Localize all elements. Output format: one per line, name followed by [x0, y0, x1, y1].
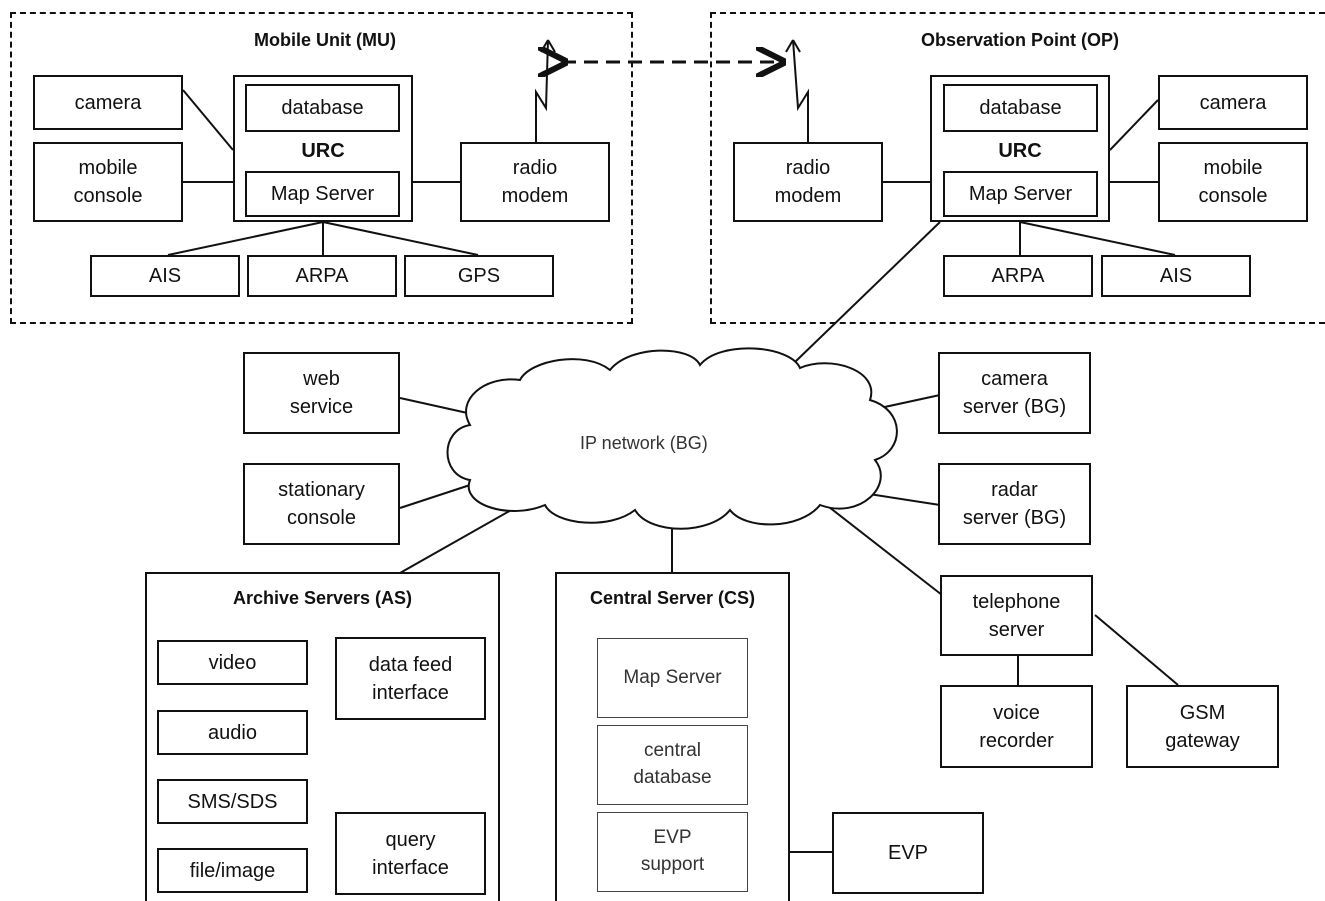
archive-servers-title: Archive Servers (AS) — [232, 588, 413, 608]
mu-database: database — [245, 84, 400, 132]
telephone-server: telephone server — [940, 575, 1093, 656]
mobile-unit-title: Mobile Unit (MU) — [254, 30, 396, 50]
as-file-image: file/image — [157, 848, 308, 893]
ip-network-label: IP network (BG) — [580, 433, 708, 453]
mobile-unit-group — [10, 12, 633, 324]
mu-map-server: Map Server — [245, 171, 400, 217]
op-radio-modem: radio modem — [733, 142, 883, 222]
web-service: web service — [243, 352, 400, 434]
stationary-console: stationary console — [243, 463, 400, 545]
op-mobile-console: mobile console — [1158, 142, 1308, 222]
mu-camera: camera — [33, 75, 183, 130]
camera-server: camera server (BG) — [938, 352, 1091, 434]
mu-ais: AIS — [90, 255, 240, 297]
mu-mobile-console: mobile console — [33, 142, 183, 222]
cs-evp-support: EVP support — [597, 812, 748, 892]
cs-central-database: central database — [597, 725, 748, 805]
op-urc-label: URC — [998, 140, 1042, 162]
cs-map-server: Map Server — [597, 638, 748, 718]
evp: EVP — [832, 812, 984, 894]
gsm-gateway: GSM gateway — [1126, 685, 1279, 768]
op-map-server: Map Server — [943, 171, 1098, 217]
as-data-feed-interface: data feed interface — [335, 637, 486, 720]
ip-network-cloud — [446, 347, 898, 530]
op-database: database — [943, 84, 1098, 132]
as-video: video — [157, 640, 308, 685]
mu-gps: GPS — [404, 255, 554, 297]
voice-recorder: voice recorder — [940, 685, 1093, 768]
as-sms-sds: SMS/SDS — [157, 779, 308, 824]
observation-point-title: Observation Point (OP) — [920, 30, 1120, 50]
central-server-title: Central Server (CS) — [589, 588, 756, 608]
mu-radio-modem: radio modem — [460, 142, 610, 222]
op-arpa: ARPA — [943, 255, 1093, 297]
as-query-interface: query interface — [335, 812, 486, 895]
mu-arpa: ARPA — [247, 255, 397, 297]
op-ais: AIS — [1101, 255, 1251, 297]
op-camera: camera — [1158, 75, 1308, 130]
radar-server: radar server (BG) — [938, 463, 1091, 545]
as-audio: audio — [157, 710, 308, 755]
observation-point-group — [710, 12, 1325, 324]
mu-urc-label: URC — [301, 140, 345, 162]
